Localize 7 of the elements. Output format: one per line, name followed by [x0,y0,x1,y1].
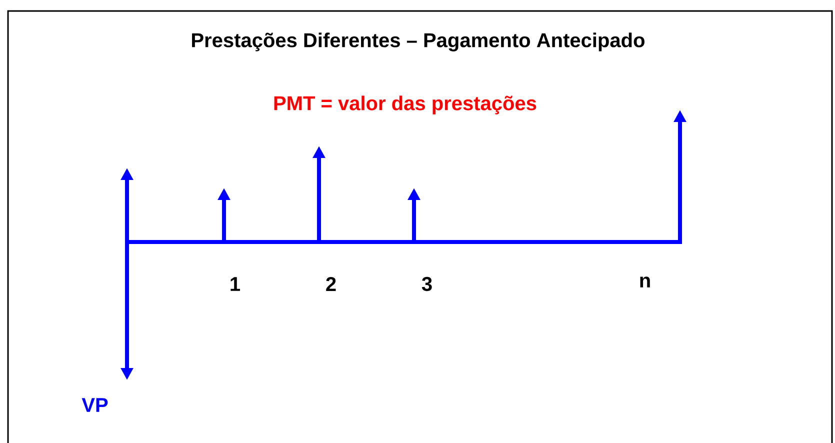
title: Prestações Diferentes – Pagamento Antecipado [192,32,644,52]
time-label: n [640,276,650,288]
value-label: VP [82,398,108,412]
formula-label: PMT = valor das prestações [274,96,536,114]
time-label: 1 [230,277,240,291]
time-label: 3 [422,276,432,292]
time-label: 2 [326,277,336,291]
